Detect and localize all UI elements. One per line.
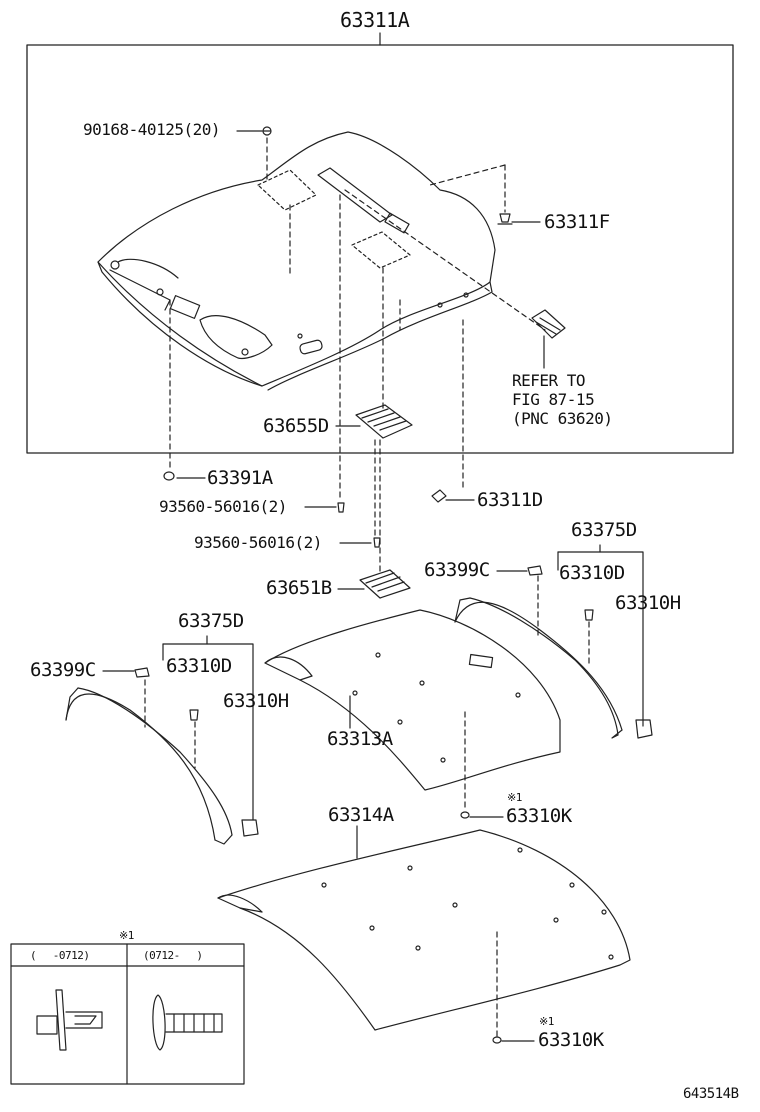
headlining-frame	[26, 44, 734, 454]
label-rail-left: 63375D	[178, 610, 244, 632]
label-holder-right: 63399C	[424, 559, 490, 581]
pad-63651B	[359, 569, 411, 599]
label-pad-b: 63651B	[266, 577, 332, 599]
silencer-63313A	[264, 609, 561, 791]
headlining-part	[97, 131, 496, 391]
label-clip-k2: 63310K	[538, 1029, 604, 1051]
note-mark-inset: ※1	[119, 929, 134, 942]
leader-lines	[102, 130, 545, 1042]
diagram-id: 643514B	[683, 1086, 739, 1102]
label-clip-left-h: 63310H	[223, 690, 289, 712]
label-pad-d: 63655D	[263, 415, 329, 437]
silencer-63314A	[217, 829, 631, 1031]
clip-63311F	[497, 213, 513, 225]
label-clip-k1: 63310K	[506, 805, 572, 827]
bracket-lines	[162, 544, 644, 821]
label-clip-d: 63311D	[477, 489, 543, 511]
label-silencer-a: 63313A	[327, 728, 393, 750]
rail-right	[454, 597, 653, 739]
label-silencer-b: 63314A	[328, 804, 394, 826]
label-headlining-screw: 90168-40125(20)	[83, 120, 221, 139]
clip-new-drawing	[152, 994, 223, 1051]
label-holder-left: 63399C	[30, 659, 96, 681]
pad-63655D	[355, 404, 413, 439]
label-screw-a: 93560-56016(2)	[159, 497, 287, 516]
label-clip-left-d: 63310D	[166, 655, 232, 677]
screw-90168	[262, 126, 272, 136]
label-rail-right: 63375D	[571, 519, 637, 541]
rail-left	[65, 687, 259, 845]
label-plug: 63391A	[207, 467, 273, 489]
inset-col-right: (0712- )	[143, 949, 203, 962]
label-clip-right-h: 63310H	[615, 592, 681, 614]
label-headlining: 63311A	[340, 8, 410, 32]
note-mark-k1: ※1	[507, 791, 522, 804]
connection-lines	[169, 137, 546, 576]
fasteners	[134, 471, 594, 1044]
label-clip-f: 63311F	[544, 211, 610, 233]
label-refer-3: (PNC 63620)	[512, 409, 613, 428]
note-mark-k2: ※1	[539, 1015, 554, 1028]
label-refer-1: REFER TO	[512, 371, 586, 390]
inset-table	[10, 943, 245, 1085]
clip-old-drawing	[36, 989, 103, 1051]
inset-col-left: ( -0712)	[30, 949, 90, 962]
label-screw-b: 93560-56016(2)	[194, 533, 322, 552]
refer-part-63620	[531, 309, 566, 339]
label-clip-right-d: 63310D	[559, 562, 625, 584]
rail-dashed-lines	[144, 575, 590, 1037]
label-refer-2: FIG 87-15	[512, 390, 595, 409]
